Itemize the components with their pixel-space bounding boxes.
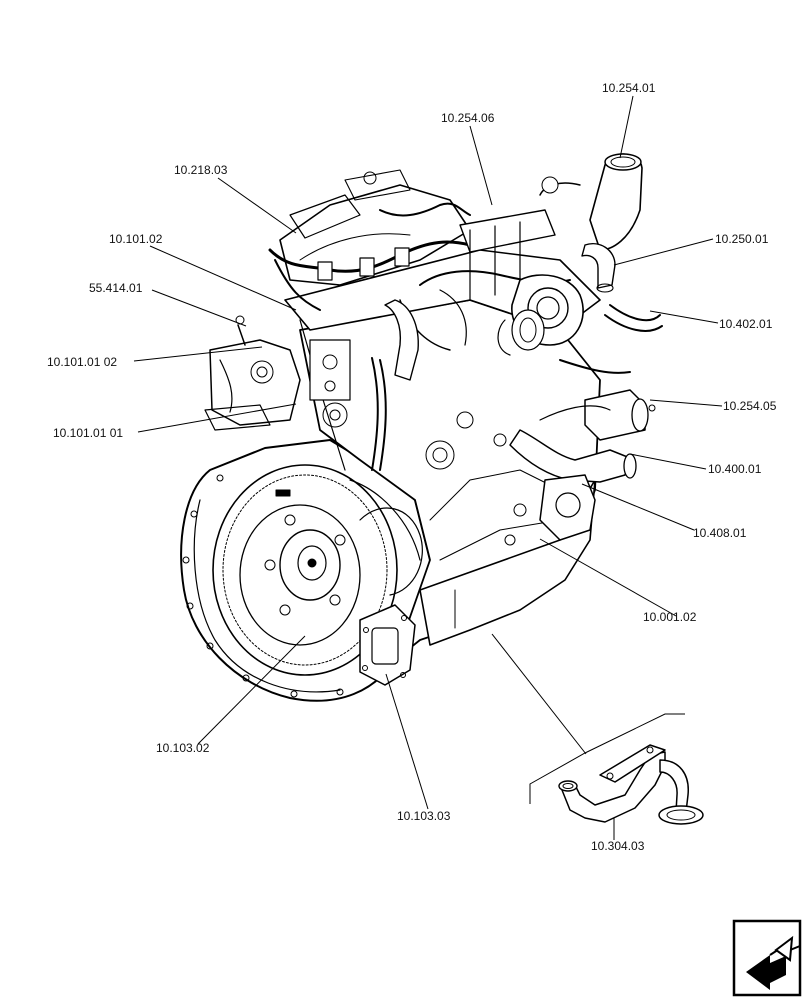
return-line xyxy=(559,304,663,374)
callout-10-218-03: 10.218.03 xyxy=(174,163,228,177)
callout-10-001-02: 10.001.02 xyxy=(643,610,697,624)
adapter-flange xyxy=(359,604,416,686)
breather-hose xyxy=(384,289,467,381)
engine-mount-bracket xyxy=(204,339,301,431)
callout-10-304-03: 10.304.03 xyxy=(591,839,645,853)
callout-10-101-02: 10.101.02 xyxy=(109,232,163,246)
callout-10-254-05: 10.254.05 xyxy=(723,399,777,413)
callout-10-101-01-01: 10.101.01 01 xyxy=(53,426,123,440)
callout-10-103-03: 10.103.03 xyxy=(397,809,451,823)
callout-10-402-01: 10.402.01 xyxy=(719,317,773,331)
oil-suction-pipe xyxy=(558,744,704,825)
callout-10-408-01: 10.408.01 xyxy=(693,526,747,540)
coolant-hose xyxy=(509,405,637,483)
oil-filter-housing xyxy=(539,474,596,541)
dipstick-tube xyxy=(235,315,387,471)
engine-illustration xyxy=(180,153,663,702)
callout-10-101-01-02: 10.101.01 02 xyxy=(47,355,117,369)
detail-view-bracket xyxy=(491,633,685,804)
callout-10-250-01: 10.250.01 xyxy=(715,232,769,246)
callout-55-414-01: 55.414.01 xyxy=(89,281,143,295)
turbocharger xyxy=(497,274,584,356)
exhaust-outlet xyxy=(584,389,656,441)
callout-10-400-01: 10.400.01 xyxy=(708,462,762,476)
next-page-arrow-icon[interactable] xyxy=(732,919,802,997)
callout-10-254-01: 10.254.01 xyxy=(602,81,656,95)
callout-labels: 10.254.01 10.254.06 10.218.03 10.101.02 … xyxy=(47,81,777,853)
leader-lines xyxy=(133,95,723,840)
callout-10-254-06: 10.254.06 xyxy=(441,111,495,125)
intake-hose-elbow xyxy=(581,243,616,293)
callout-10-103-02: 10.103.02 xyxy=(156,741,210,755)
flywheel xyxy=(212,464,398,676)
